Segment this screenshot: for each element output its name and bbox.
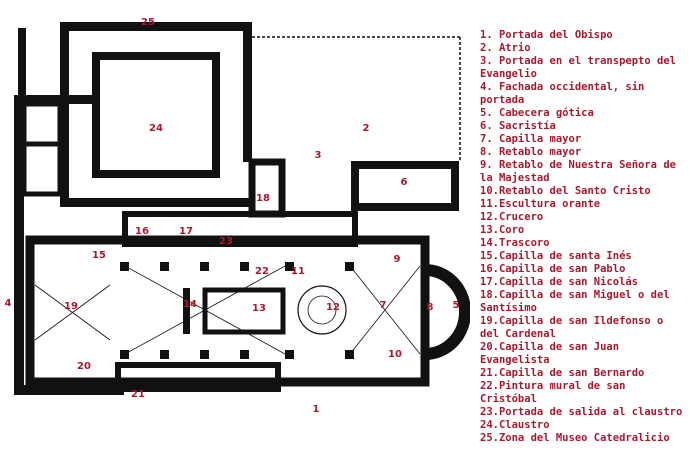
choir [202,287,286,335]
wall-south-west [14,385,124,395]
legend-item-19: 19.Capilla de san Ildefonso o del Carden… [480,315,664,340]
legend-item-16: 16.Capilla de san Pablo [480,263,626,275]
nave-piers [120,262,354,359]
legend-item-14: 14.Trascoro [480,237,550,249]
plan-label-22: 22 [255,266,269,277]
legend-item-9: 9. Retablo de Nuestra Señora de la Majes… [480,159,676,184]
legend-item-4: 4. Fachada occidental, sin portada [480,81,645,106]
plan-label-8: 8 [427,302,434,313]
plan-label-16: 16 [135,226,149,237]
room-west-1 [21,101,63,147]
legend-item-10: 10.Retablo del Santo Cristo [480,185,651,197]
trascoro-wall [183,288,190,334]
apse-wall [424,264,470,360]
legend-item-12: 12.Crucero [480,211,544,223]
plan-label-24: 24 [149,123,163,134]
plan-label-5: 5 [453,300,460,311]
legend-item-3: 3. Portada en el transpepto del Evangeli… [480,55,676,80]
plan-label-11: 11 [291,266,305,277]
plan-label-10: 10 [388,349,402,360]
plan-label-21: 21 [131,389,145,400]
wall-cloister-west [60,22,69,207]
legend-item-7: 7. Capilla mayor [480,133,582,145]
legend-list: 1. Portada del Obispo 2. Atrio 3. Portad… [480,29,688,445]
plan-label-7: 7 [380,300,387,311]
crossing-dome-inner [307,295,337,325]
crossing-dome [297,285,347,335]
plan-label-25: 25 [141,17,155,28]
plan-label-18: 18 [256,193,270,204]
chapel-18-room [248,158,286,218]
plan-label-12: 12 [326,302,340,313]
legend-item-1: 1. Portada del Obispo [480,29,613,41]
legend-item-2: 2. Atrio [480,42,531,54]
plan-label-15: 15 [92,250,106,261]
legend-item-5: 5. Cabecera gótica [480,107,594,119]
plan-label-13: 13 [252,303,266,314]
plan-label-6: 6 [401,177,408,188]
legend-item-21: 21.Capilla de san Bernardo [480,367,645,379]
legend-item-8: 8. Retablo mayor [480,146,582,158]
cloister-garth [92,52,220,178]
wall-west [14,95,24,395]
plan-label-9: 9 [394,254,401,265]
legend-item-18: 18.Capilla de san Miguel o del Santísimo [480,289,670,314]
legend-item-20: 20.Capilla de san Juan Evangelista [480,341,620,366]
wall-west-tower [18,28,26,100]
plan-label-23: 23 [219,236,233,247]
plan-label-14: 14 [183,299,197,310]
legend-item-22: 22.Pintura mural de san Cristóbal [480,380,626,405]
south-chapels [115,362,281,392]
plan-label-1: 1 [313,404,320,415]
legend-item-6: 6. Sacristía [480,120,556,132]
legend-item-23: 23.Portada de salida al claustro [480,406,683,418]
plan-label-2: 2 [363,123,370,134]
north-chapels [122,211,358,247]
plan-label-20: 20 [77,361,91,372]
church-outline [25,235,430,387]
legend-item-24: 24.Claustro [480,419,550,431]
legend-item-13: 13.Coro [480,224,525,236]
wall-cloister-east [243,22,252,162]
sacristy-room [351,161,459,211]
wall-segment [22,95,92,104]
legend-item-11: 11.Escultura orante [480,198,601,210]
legend-item-25: 25.Zona del Museo Catedralicio [480,432,670,444]
wall-cloister-south [60,198,252,207]
vault-ribs [34,265,421,355]
plan-label-4: 4 [5,298,12,309]
plan-label-19: 19 [64,301,78,312]
plan-label-3: 3 [315,150,322,161]
plan-label-17: 17 [179,226,193,237]
legend-item-17: 17.Capilla de san Nicolás [480,276,639,288]
cathedral-floor-plan: 25 24 2 3 18 6 16 17 23 15 22 11 9 4 19 … [5,17,470,415]
wall-cloister-north [60,22,252,31]
legend-item-15: 15.Capilla de santa Inés [480,250,632,262]
room-west-2 [21,141,63,197]
